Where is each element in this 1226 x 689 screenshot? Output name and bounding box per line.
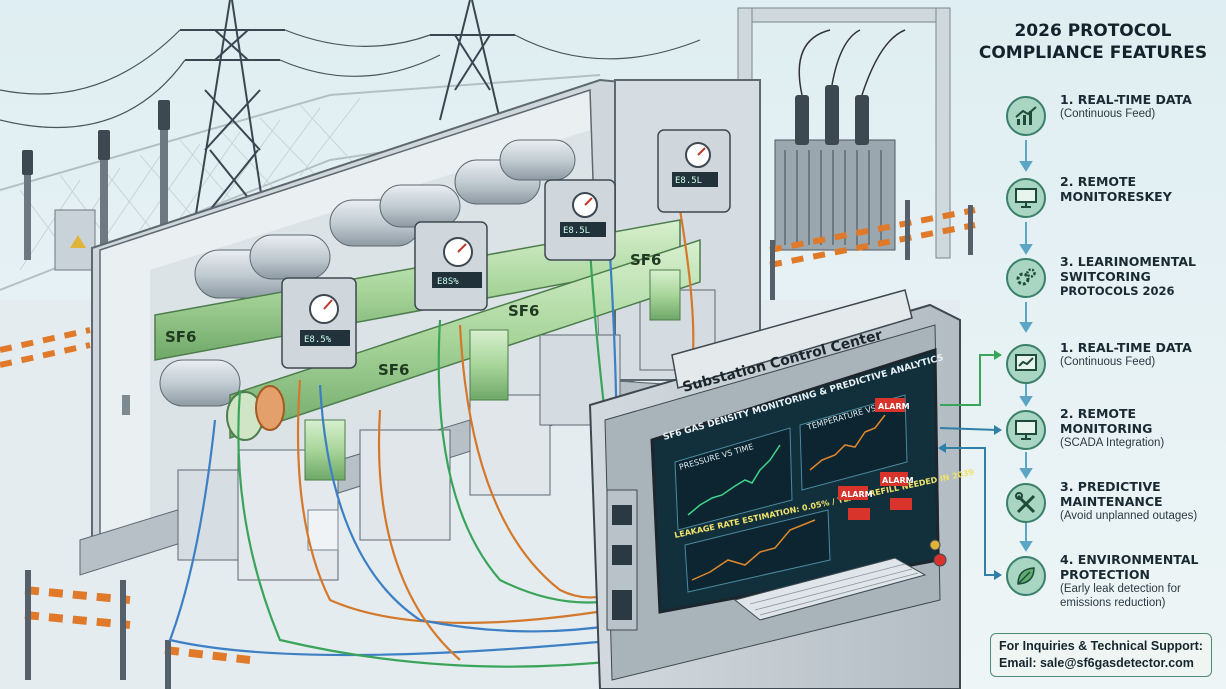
feature-title: 3. LEARINOMENTAL [1060, 254, 1196, 269]
feature-title: 2. REMOTE [1060, 174, 1137, 189]
feature-subtitle: (Continuous Feed) [1060, 356, 1156, 368]
contact-box: For Inquiries & Technical Support: Email… [990, 633, 1212, 677]
sf6-label-3: SF6 [508, 302, 540, 320]
feature-title-line-3: PROTOCOLS 2026 [1060, 284, 1175, 298]
alarm-badge-3: ALARM [882, 476, 914, 485]
feature-subtitle: (SCADA Integration) [1060, 437, 1165, 449]
feature-title-line-2: MONITORESKEY [1060, 189, 1172, 204]
feature-top-realtime: 1. REAL-TIME DATA (Continuous Feed) [1006, 90, 1220, 150]
leaf-icon [1006, 556, 1046, 596]
feature-remote-monitoring: 2. REMOTE MONITORING (SCADA Integration) [1006, 404, 1220, 464]
feature-title: 4. ENVIRONMENTAL [1060, 552, 1199, 567]
feature-subtitle: (Avoid unplanned outages) [1060, 510, 1198, 522]
feature-predictive-maintenance: 3. PREDICTIVE MAINTENANCE (Avoid unplann… [1006, 477, 1220, 537]
feature-subtitle-line-2: emissions reduction) [1060, 597, 1166, 609]
feature-title: 1. REAL-TIME DATA [1060, 340, 1192, 355]
feature-environmental-protection: 4. ENVIRONMENTAL PROTECTION (Early leak … [1006, 550, 1220, 610]
sf6-label-4: SF6 [630, 251, 662, 269]
insulator-posts-left [22, 100, 170, 271]
safety-barrier-right [769, 200, 976, 300]
panel-title-line-2: COMPLIANCE FEATURES [978, 43, 1208, 63]
gears-icon [1006, 258, 1046, 298]
chart-up-icon [1006, 96, 1046, 136]
feature-realtime: 1. REAL-TIME DATA (Continuous Feed) [1006, 338, 1220, 398]
wrench-icon [1006, 483, 1046, 523]
density-monitor-3: E8.5L [544, 179, 616, 261]
sf6-label-2: SF6 [378, 361, 410, 379]
alarm-badge-2: ALARM [841, 490, 873, 499]
power-transformer [737, 7, 951, 259]
sf6-label-1: SF6 [165, 328, 197, 346]
control-console: Substation Control Center SF6 GAS DENSIT… [588, 289, 975, 689]
feature-title: 2. REMOTE [1060, 406, 1137, 421]
gauge-readout-1: E8.5% [304, 335, 332, 345]
gauge-readout-4: E8.5L [675, 176, 702, 186]
feature-title-line-2: MONITORING [1060, 421, 1153, 436]
data-link-arrows [938, 350, 1002, 580]
monitor-icon [1006, 410, 1046, 450]
alarm-badge-1: ALARM [878, 402, 910, 411]
density-monitor-1: E8.5% [281, 277, 357, 369]
safety-barrier-left [0, 327, 251, 689]
feature-title-line-2: PROTECTION [1060, 567, 1150, 582]
transmission-tower-right [430, 0, 515, 121]
density-monitor-2: E8S% [414, 221, 488, 311]
feature-top-remote: 2. REMOTE MONITORESKEY [1006, 172, 1220, 232]
feature-title: 3. PREDICTIVE [1060, 479, 1161, 494]
contact-email[interactable]: Email: sale@sf6gasdetector.com [999, 656, 1194, 670]
panel-title: 2026 PROTOCOL COMPLIANCE FEATURES [968, 20, 1218, 64]
feature-subtitle: (Continuous Feed) [1060, 108, 1156, 120]
gas-compartment-cylinders [159, 139, 576, 407]
power-lines [0, 29, 701, 129]
gauge-readout-2: E8S% [437, 277, 459, 287]
line-chart-icon [1006, 344, 1046, 384]
feature-subtitle: (Early leak detection for [1060, 583, 1181, 595]
density-monitor-4: E8.5L [657, 129, 731, 213]
feature-title-line-2: SWITCORING [1060, 269, 1151, 284]
panel-title-line-1: 2026 PROTOCOL [1014, 21, 1172, 41]
feature-title: 1. REAL-TIME DATA [1060, 92, 1192, 107]
contact-heading: For Inquiries & Technical Support: [999, 639, 1203, 653]
feature-title-line-2: MAINTENANCE [1060, 494, 1163, 509]
feature-top-protocols: 3. LEARINOMENTAL SWITCORING PROTOCOLS 20… [1006, 252, 1220, 312]
gauge-readout-3: E8.5L [563, 226, 590, 236]
monitor-icon [1006, 178, 1046, 218]
